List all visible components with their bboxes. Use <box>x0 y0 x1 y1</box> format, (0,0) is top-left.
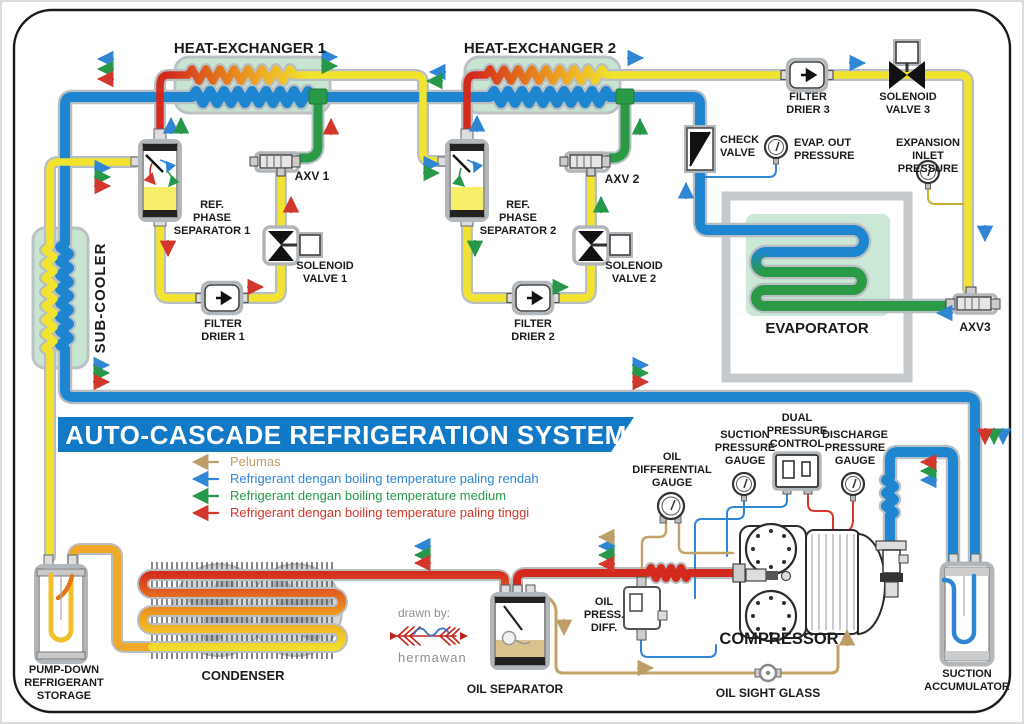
ref-phase-separator-1 <box>130 128 182 227</box>
label-axv-2: AXV 2 <box>604 172 640 186</box>
legend-item-refrigerant-rendah: Refrigerant dengan boiling temperature p… <box>230 471 539 486</box>
pipe-condenser-coil <box>139 571 509 651</box>
compressor-icon <box>732 522 909 643</box>
label-compressor: COMPRESSOR <box>719 630 839 648</box>
label-filter-drier-1: FILTER DRIER 1 <box>201 318 245 343</box>
label-pump-down-refrigerant-storage: PUMP-DOWN REFRIGERANT STORAGE <box>24 664 104 702</box>
label-suction-accumulator: SUCTION ACCUMULATOR <box>924 668 1010 693</box>
filter-drier-2-icon <box>505 280 561 316</box>
oil-press-diff-icon <box>623 576 668 641</box>
label-oil-separator: OIL SEPARATOR <box>466 682 564 696</box>
pipe-hx1-coil <box>156 65 449 165</box>
solenoid-valve-1-icon <box>262 225 323 266</box>
pipe-green-evaporator <box>751 267 953 311</box>
label-solenoid-valve-3: SOLENOID VALVE 3 <box>879 91 937 116</box>
label-evap-out-pressure: EVAP. OUT PRESSURE <box>794 137 855 162</box>
label-expansion-inlet-pressure: EXPANSION INLET PRESSURE <box>896 137 960 175</box>
oil-sight-glass-icon <box>754 663 782 683</box>
axv-1-valve <box>249 151 301 177</box>
pipe-blue-main <box>67 86 869 257</box>
solenoid-valve-3-icon <box>889 39 925 89</box>
suction-accumulator-icon <box>939 553 995 667</box>
credit-logo-icon <box>390 626 468 646</box>
pipe-storage-elbow <box>69 545 156 651</box>
label-heat-exchanger-1: HEAT-EXCHANGER 1 <box>173 40 327 57</box>
pipe-hx2-coil <box>463 65 972 293</box>
solenoid-valve-2-icon <box>572 225 633 266</box>
label-discharge-pressure-gauge: DISCHARGE PRESSURE GAUGE <box>821 429 889 467</box>
label-sub-cooler: SUB-COOLER <box>92 242 110 354</box>
label-evaporator: EVAPORATOR <box>765 320 869 337</box>
label-heat-exchanger-2: HEAT-EXCHANGER 2 <box>463 40 617 57</box>
label-filter-drier-2: FILTER DRIER 2 <box>511 318 555 343</box>
label-axv-1: AXV 1 <box>294 169 330 183</box>
label-axv-3: AXV3 <box>959 320 991 334</box>
label-oil-sight-glass: OIL SIGHT GLASS <box>715 686 821 700</box>
legend-item-pelumas: Pelumas <box>230 454 281 469</box>
tee-fitting-2 <box>615 88 635 105</box>
axv-3-valve <box>945 286 1001 315</box>
legend-item-refrigerant-medium: Refrigerant dengan boiling temperature m… <box>230 488 507 503</box>
tee-fitting-1 <box>308 88 328 105</box>
flow-arrows <box>92 48 1012 677</box>
check-valve-icon <box>684 125 716 173</box>
pipes <box>41 65 980 651</box>
label-solenoid-valve-2: SOLENOID VALVE 2 <box>605 260 663 285</box>
filter-drier-3-icon <box>779 57 835 93</box>
oil-differential-gauge-icon <box>656 491 686 524</box>
pipe-discharge-red <box>513 564 742 596</box>
filter-drier-1-icon <box>194 280 250 316</box>
diagram-title: AUTO-CASCADE REFRIGERATION SYSTEM <box>65 420 627 450</box>
label-ref-phase-separator-2: REF. PHASE SEPARATOR 2 <box>479 199 557 237</box>
ref-phase-separator-2 <box>437 128 489 227</box>
axv-2-valve <box>559 151 611 177</box>
label-dual-pressure-control: DUAL PRESSURE CONTROL <box>766 412 828 450</box>
dual-pressure-control-icon <box>772 451 822 495</box>
label-condenser: CONDENSER <box>201 668 285 683</box>
label-oil-differential-gauge: OIL DIFFERENTIAL GAUGE <box>632 451 712 489</box>
label-ref-phase-separator-1: REF. PHASE SEPARATOR 1 <box>173 199 251 237</box>
credit-author: hermawan <box>398 650 467 665</box>
pump-down-storage-icon <box>34 554 88 664</box>
oil-separator-icon <box>490 584 550 670</box>
credit-drawn-by: drawn by: <box>398 606 451 620</box>
label-check-valve: CHECK VALVE <box>720 134 760 159</box>
legend-item-refrigerant-tinggi: Refrigerant dengan boiling temperature p… <box>230 505 530 520</box>
title-banner <box>58 417 634 452</box>
label-oil-press-diff: OIL PRESS. DIFF. <box>583 596 625 634</box>
label-solenoid-valve-1: SOLENOID VALVE 1 <box>296 260 354 285</box>
legend-arrows <box>191 453 220 522</box>
label-suction-pressure-gauge: SUCTION PRESSURE GAUGE <box>714 429 776 467</box>
label-filter-drier-3: FILTER DRIER 3 <box>786 91 830 116</box>
pipe-yellow-subcooler <box>41 158 139 561</box>
